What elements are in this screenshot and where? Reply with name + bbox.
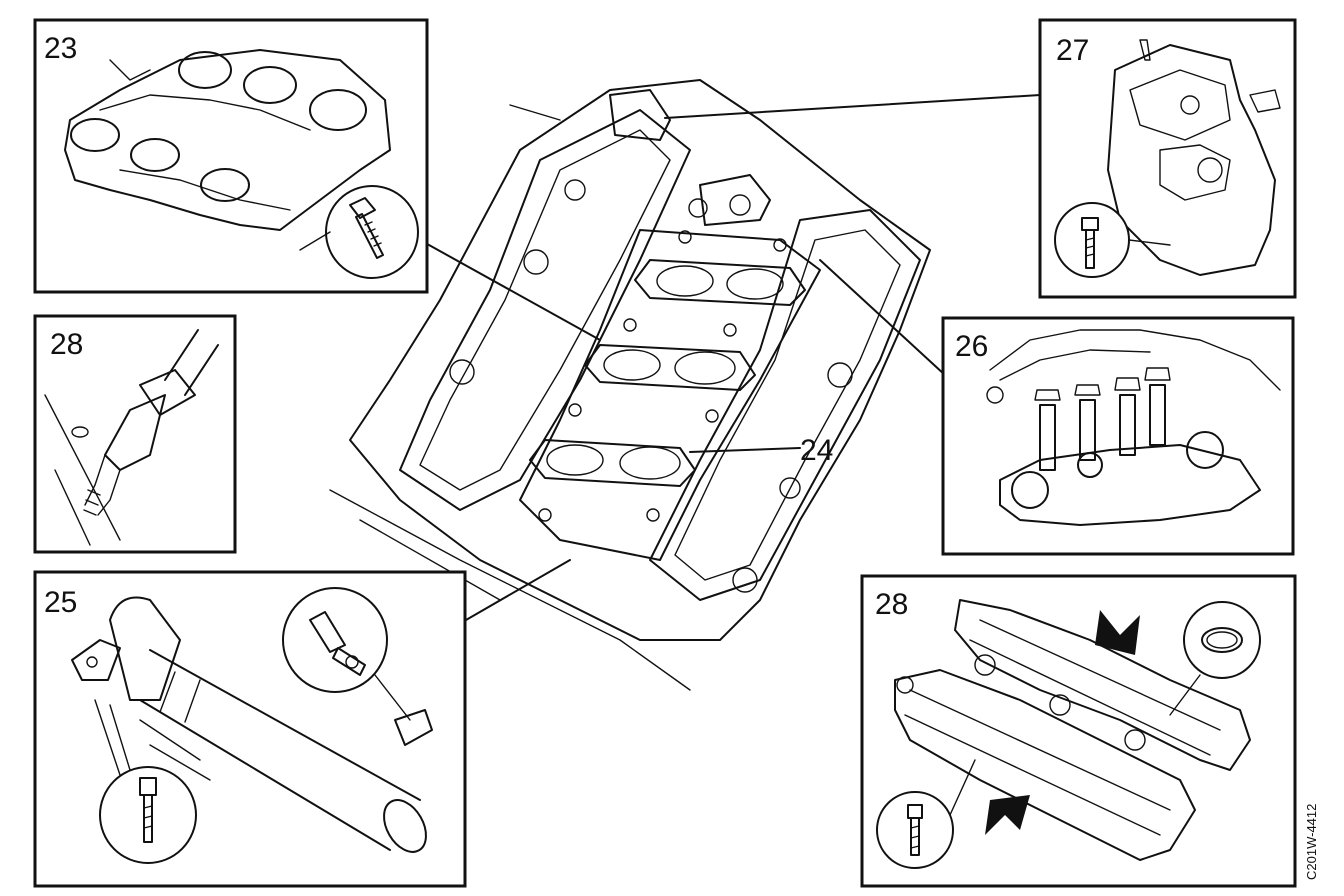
figure-code: C201W-4412 [1304, 804, 1319, 880]
engine-cylinder-head [329, 79, 931, 691]
leader-23 [419, 239, 601, 341]
panel-26: 26 [941, 316, 1295, 556]
intake-port-pair-2 [584, 344, 756, 391]
bolt-icon [1081, 217, 1099, 269]
leader-26 [819, 259, 946, 376]
bolt-icon [907, 804, 923, 856]
panel-27: 27 [1038, 18, 1297, 299]
leader-lines [419, 94, 1041, 621]
callout-24-label: 24 [800, 434, 833, 467]
bolt-icon [349, 197, 384, 259]
panel-28a-label: 28 [50, 328, 83, 361]
panel-25-label: 25 [44, 586, 77, 619]
leader-27 [664, 94, 1041, 119]
panel-23-label: 23 [44, 32, 77, 65]
arrow-icon [1095, 610, 1140, 655]
intake-port-pair-1 [634, 259, 806, 306]
panel-27-label: 27 [1056, 34, 1089, 67]
leader-24 [689, 447, 801, 453]
intake-port-pair-3 [529, 439, 696, 487]
panel-25: 25 [33, 570, 467, 888]
panel-28-gasket: 28 [860, 574, 1297, 888]
panel-23: 23 [33, 18, 429, 294]
arrow-icon [985, 795, 1030, 835]
o-ring-icon [1201, 627, 1243, 653]
panel-28-spark-plug: 28 [33, 314, 237, 554]
bolt-icon [139, 777, 157, 843]
leader-25 [465, 559, 571, 621]
panel-28b-label: 28 [875, 588, 908, 621]
bolt-icon [309, 611, 366, 676]
panel-26-label: 26 [955, 330, 988, 363]
